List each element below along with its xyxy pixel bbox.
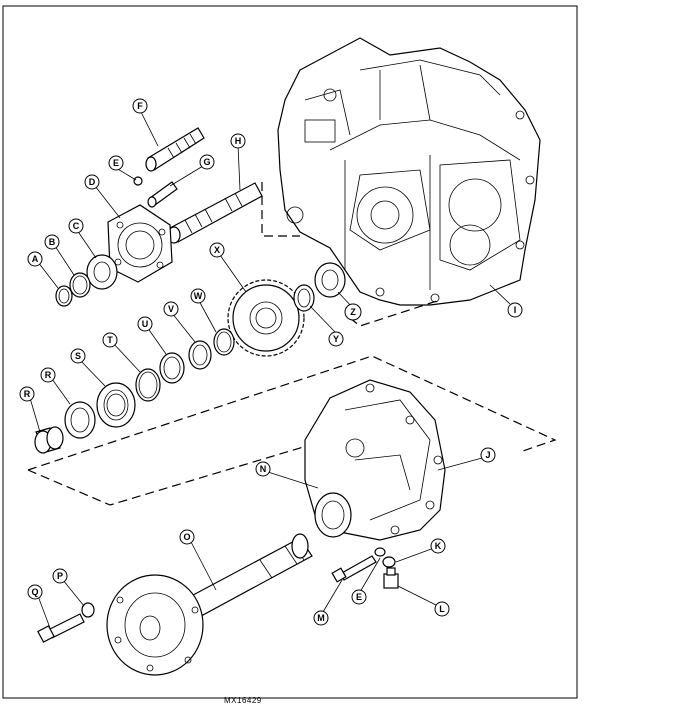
fitting-G [147,181,178,208]
washer-E-lower [374,547,386,557]
callout-M: M [313,610,329,626]
svg-text:R: R [24,389,31,399]
snap-ring-A [55,285,73,307]
callout-aa: Z [344,303,362,321]
snap-ring-U [135,368,161,402]
ring-V [159,352,185,384]
svg-text:H: H [235,136,242,146]
bolt-Q [37,613,85,643]
callout-K: K [430,538,446,554]
snap-ring-X [213,328,235,356]
svg-text:G: G [203,157,210,167]
svg-text:E: E [113,158,119,168]
shaft-H [167,182,263,244]
svg-text:P: P [57,571,63,581]
shaft-F [145,127,205,172]
callout-F: F [132,98,148,114]
bearing-aa [314,262,346,298]
svg-text:C: C [73,221,80,231]
callout-Z: Y [328,331,344,347]
svg-text:X: X [214,245,220,255]
callout-G: G [199,154,215,170]
alignment-line-lower [27,355,557,506]
transmission-housing [277,37,541,306]
pin-E-upper [133,176,143,186]
callout-C: C [68,218,84,234]
washer-P [81,602,95,618]
svg-text:F: F [137,101,143,111]
bearing-T [96,382,136,428]
callout-E-upper: E [108,155,124,171]
callout-W: V [163,301,179,317]
axle-O [106,533,313,676]
callout-I: I [507,302,523,318]
callout-U: T [102,332,118,348]
callout-Q: Q [27,584,43,600]
plug-L [383,567,399,589]
callout-N: N [255,461,271,477]
figure-id: MX16429 [224,696,262,705]
callout-B: B [44,234,60,250]
svg-text:Z: Z [350,307,356,317]
svg-text:R: R [45,370,52,380]
svg-text:M: M [317,613,325,623]
callout-E-lower: E [351,589,367,605]
svg-text:Q: Q [31,587,38,597]
callout-O: O [179,529,195,545]
svg-text:V: V [168,304,174,314]
callout-P: P [52,568,68,584]
callout-X: W [190,288,206,304]
svg-text:A: A [32,254,39,264]
ring-W [188,340,212,370]
svg-text:I: I [514,305,517,315]
svg-text:L: L [439,604,445,614]
callout-L: L [434,601,450,617]
diagram-frame [2,5,578,699]
leader-lines [29,109,511,629]
callout-S: R [40,367,56,383]
ring-Z [293,284,315,312]
callout-V: U [137,316,153,332]
callout-H: H [230,133,246,149]
bearing-S [64,401,96,439]
final-drive-housing [304,379,446,541]
svg-text:B: B [49,237,56,247]
washer-K [382,556,396,568]
callout-Y: X [209,242,225,258]
bearing-plate-D [107,204,173,283]
callout-D: D [84,174,100,190]
svg-text:N: N [260,464,267,474]
svg-text:Y: Y [333,334,339,344]
alignment-line-aa [349,299,441,327]
callout-J: J [480,447,496,463]
svg-text:S: S [75,351,81,361]
svg-text:W: W [194,291,203,301]
svg-text:J: J [485,450,490,460]
callout-A: A [27,251,43,267]
bolt-M [331,555,377,583]
bearing-C [86,254,118,290]
svg-text:O: O [183,532,190,542]
svg-text:U: U [142,319,149,329]
svg-text:D: D [89,177,96,187]
callout-R: R [19,386,35,402]
alignment-line-upper [261,182,300,237]
svg-text:K: K [435,541,442,551]
gear-Y [227,279,305,357]
svg-text:T: T [107,335,113,345]
callouts: F E G H D C B A X W V U T S R R Y Z I J … [19,98,523,626]
snap-ring-B [69,272,91,298]
svg-text:E: E [356,592,362,602]
sleeve-R [34,426,64,454]
callout-T: S [70,348,86,364]
